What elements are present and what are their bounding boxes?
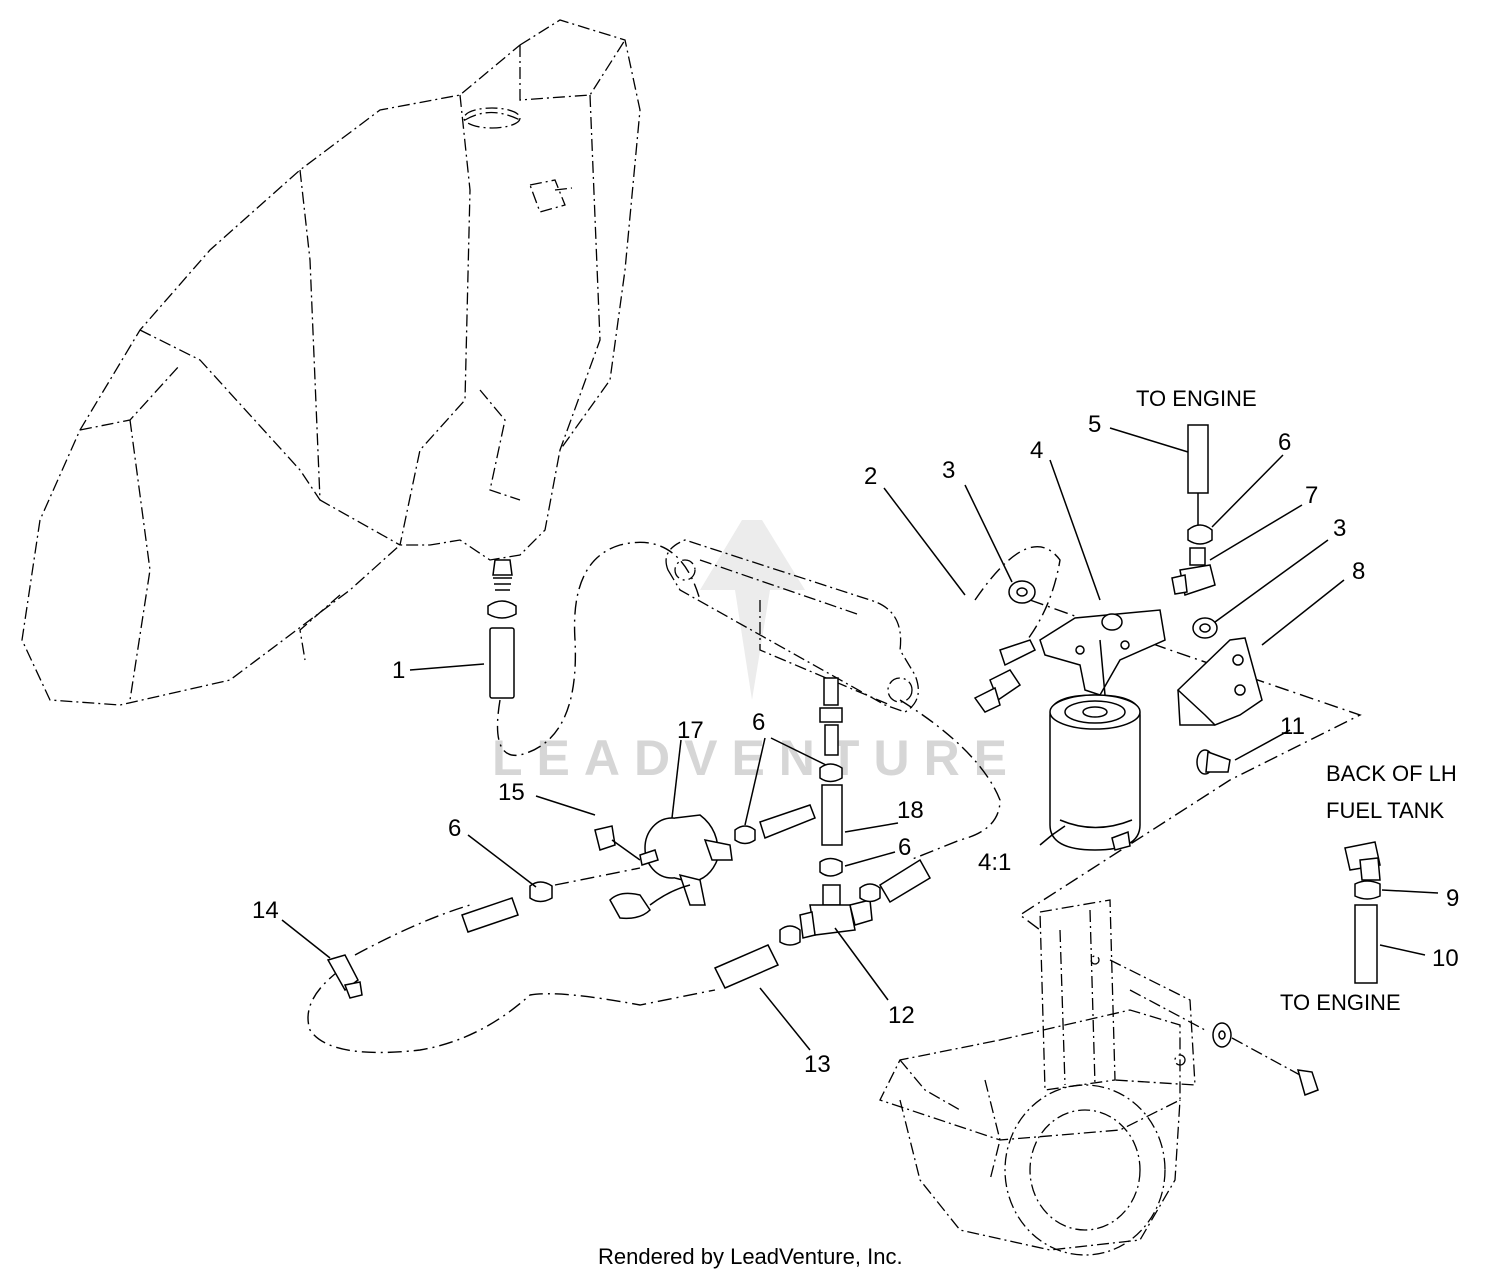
clamp-part-6-lower — [819, 857, 843, 877]
clamp-part-6-mid — [734, 825, 756, 845]
screw-part-15 — [594, 825, 641, 861]
callout-2: 2 — [864, 463, 877, 490]
callout-18: 18 — [897, 797, 924, 824]
callout-5: 5 — [1088, 411, 1101, 438]
hose-tee-branch — [878, 858, 932, 904]
fuel-pump-part-17 — [609, 814, 733, 920]
hose-pump-outlet — [759, 804, 816, 839]
clamp-part-6-top — [1187, 524, 1213, 545]
chassis-phantom — [879, 899, 1196, 1256]
elbow-fitting-part-7 — [1171, 547, 1216, 596]
hose-route-3 — [974, 545, 1061, 661]
fuel-line-part-10 — [1354, 904, 1378, 984]
callout-9: 9 — [1446, 885, 1459, 912]
to-engine-label-bottom: TO ENGINE — [1280, 990, 1401, 1015]
fuel-tank-phantom — [21, 19, 641, 706]
watermark: LEADVENTURE — [492, 520, 1021, 786]
filter-head-part-4 — [1039, 609, 1166, 696]
callout-13: 13 — [804, 1051, 831, 1078]
washer-part-3-right — [1192, 617, 1218, 639]
footer-credit: Rendered by LeadVenture, Inc. — [598, 1244, 903, 1269]
hose-part-18 — [821, 784, 843, 846]
washer-part-3-left — [1008, 580, 1036, 604]
tee-fitting-part-12 — [779, 883, 881, 946]
washer-and-bolt-hardware — [1129, 989, 1319, 1096]
hose-route-6 — [554, 867, 641, 886]
hose-pump-inlet — [461, 897, 519, 933]
clamp-part-6-upper — [819, 763, 843, 783]
lh-fuel-tank-fitting-part-9 — [1344, 841, 1381, 900]
callout-8: 8 — [1352, 558, 1365, 585]
fuel-filter-part-4-1 — [1049, 694, 1141, 851]
callout-numbers: 1 2 3 4 5 6 7 3 8 11 4:1 17 6 15 6 18 6 … — [252, 411, 1459, 1078]
watermark-text: LEADVENTURE — [492, 730, 1021, 786]
fuel-line-part-5 — [1187, 424, 1209, 494]
leader-lines — [281, 427, 1439, 1051]
callout-15: 15 — [498, 779, 525, 806]
callout-17: 17 — [677, 717, 704, 744]
callout-3-right: 3 — [1333, 515, 1346, 542]
bracket-part-8 — [1176, 637, 1263, 726]
callout-6-mid: 6 — [752, 709, 765, 736]
callout-11: 11 — [1280, 713, 1305, 740]
callout-12: 12 — [888, 1002, 915, 1029]
to-engine-label-top: TO ENGINE — [1136, 386, 1257, 411]
frame-bracket-phantom — [665, 539, 919, 713]
back-of-lh-label-line1: BACK OF LH — [1326, 761, 1457, 786]
text-labels: TO ENGINE BACK OF LH FUEL TANK TO ENGINE — [1136, 386, 1457, 1015]
callout-1: 1 — [392, 657, 405, 684]
callout-6-lower: 6 — [898, 834, 911, 861]
callout-14: 14 — [252, 897, 279, 924]
fitting-above-18 — [819, 677, 843, 756]
callout-7: 7 — [1305, 482, 1318, 509]
callout-10: 10 — [1432, 945, 1459, 972]
watermark-logo-icon — [700, 520, 805, 700]
hose-part-13 — [713, 944, 780, 989]
hose-route-1 — [496, 541, 701, 757]
valve-part-14 — [326, 954, 363, 999]
hose-route-5 — [354, 904, 471, 956]
bolt-part-11 — [1196, 749, 1231, 775]
tank-outlet-fitting — [487, 559, 517, 619]
hose-part-1 — [489, 627, 515, 699]
callout-6-top: 6 — [1278, 429, 1291, 456]
callout-6-left: 6 — [448, 815, 461, 842]
back-of-lh-label-line2: FUEL TANK — [1326, 798, 1445, 823]
filter-inlet-fitting — [973, 639, 1037, 713]
hose-route-4 — [307, 969, 716, 1054]
callout-3-left: 3 — [942, 457, 955, 484]
hose-route-2 — [899, 699, 1001, 861]
callout-4-1: 4:1 — [978, 849, 1011, 876]
callout-4: 4 — [1030, 437, 1043, 464]
